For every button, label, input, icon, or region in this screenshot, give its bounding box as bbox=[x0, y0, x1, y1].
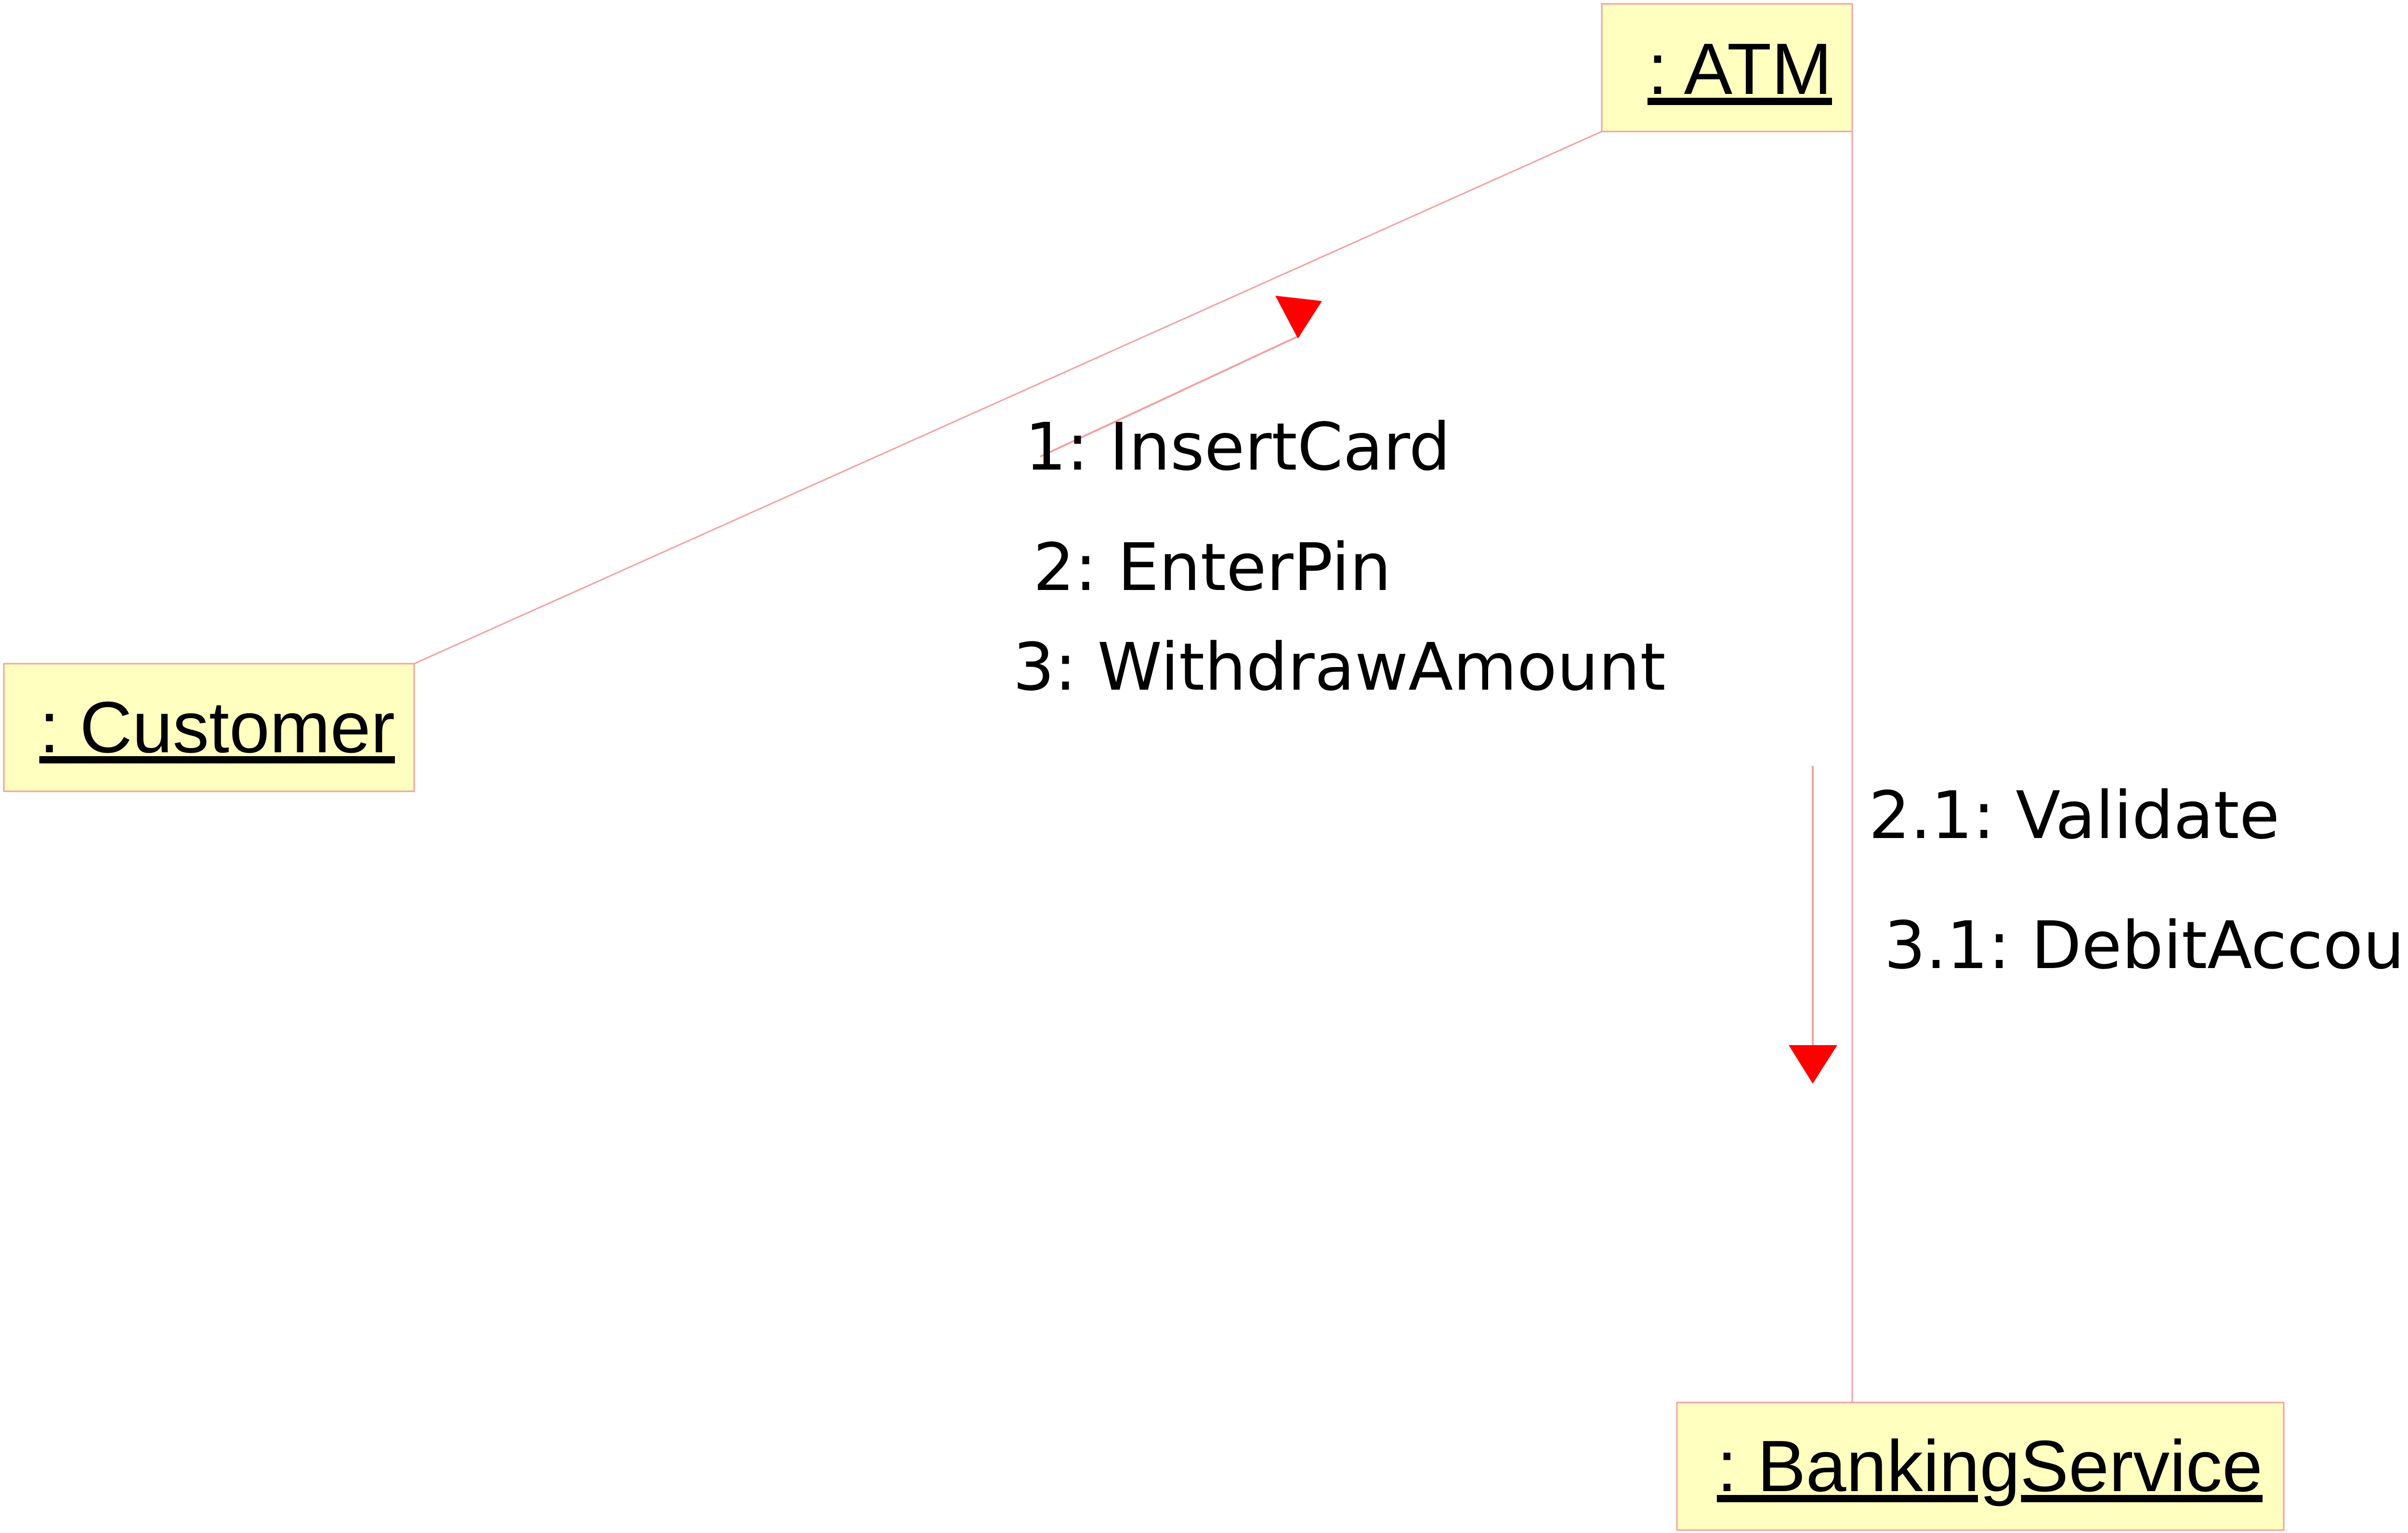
object-customer[interactable]: : Customer bbox=[3, 663, 415, 792]
message-label: 2.1: Validate bbox=[1869, 778, 2279, 854]
arrow-head-icon bbox=[1789, 1045, 1837, 1084]
object-box bbox=[1601, 3, 1853, 132]
arrow-head-icon bbox=[1275, 296, 1322, 339]
link-customer-atm bbox=[414, 131, 1602, 665]
message-label: 1: InsertCard bbox=[1025, 409, 1451, 485]
object-label: : BankingService bbox=[1717, 1425, 2263, 1507]
message-arrow-customer-to-atm bbox=[1040, 296, 1322, 458]
message-label: 3.1: DebitAccount bbox=[1884, 908, 2408, 984]
message-arrow-shaft bbox=[1040, 334, 1301, 458]
object-label: : ATM bbox=[1648, 28, 1832, 109]
message-arrow-atm-to-banking-service bbox=[1789, 766, 1837, 1084]
object-atm[interactable]: : ATM bbox=[1601, 3, 1853, 132]
object-box bbox=[3, 663, 415, 792]
message-label: 3: WithdrawAmount bbox=[1013, 629, 1666, 706]
object-label: : Customer bbox=[39, 686, 395, 768]
object-box bbox=[1676, 1402, 2285, 1531]
object-banking-service[interactable]: : BankingService bbox=[1676, 1402, 2285, 1531]
message-label: 2: EnterPin bbox=[1033, 530, 1391, 606]
